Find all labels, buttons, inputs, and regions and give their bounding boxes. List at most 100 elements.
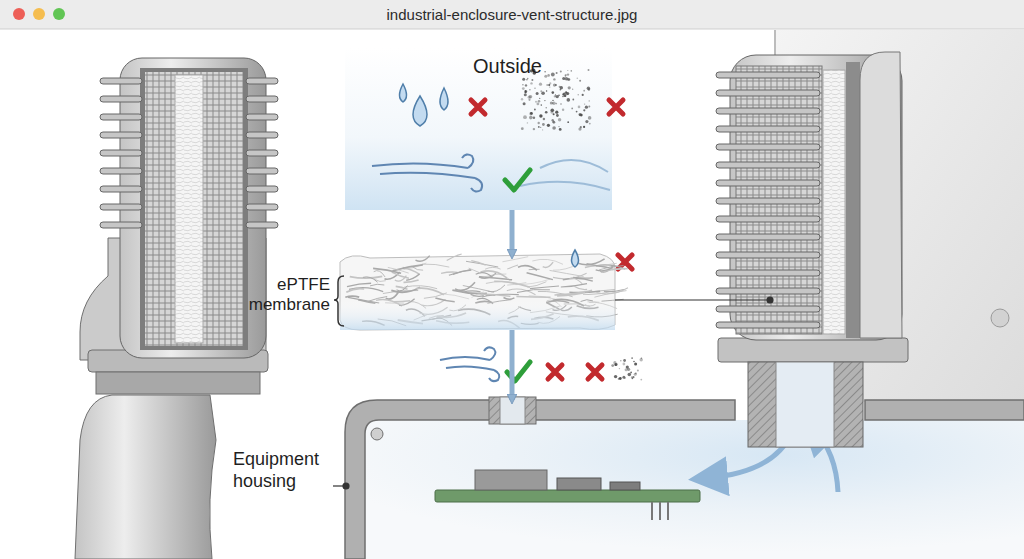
left-vent xyxy=(246,150,278,156)
membrane-fibres xyxy=(472,292,484,298)
flow-arrow xyxy=(510,210,515,255)
membrane-fibres xyxy=(412,266,424,270)
eptfe-membrane xyxy=(572,250,579,267)
left-vent xyxy=(100,222,142,228)
leader-line xyxy=(343,483,349,489)
dust-particles xyxy=(611,357,643,380)
membrane-fibres xyxy=(504,298,515,300)
dust-particles xyxy=(632,378,634,380)
dust-particles xyxy=(589,123,591,125)
dust-particles xyxy=(533,117,536,120)
dust-particles xyxy=(546,90,547,91)
membrane-fibres xyxy=(529,269,540,270)
right-vent xyxy=(716,288,820,294)
dust-particles xyxy=(567,121,569,123)
membrane-fibres xyxy=(469,268,479,272)
dust-particles xyxy=(529,89,530,90)
membrane-fibres xyxy=(516,296,550,298)
dust-particles xyxy=(631,357,633,359)
dust-particles xyxy=(615,363,618,366)
leader-line xyxy=(767,297,773,303)
right-vent xyxy=(716,90,820,96)
dust-particles xyxy=(568,86,571,89)
dust-particles xyxy=(634,373,637,376)
right-vent xyxy=(716,306,820,312)
dust-particles xyxy=(552,102,553,103)
membrane-fibres xyxy=(416,288,444,295)
water-drop-icon xyxy=(400,84,449,126)
membrane-fibres xyxy=(347,283,371,287)
outside-panel: Outside xyxy=(345,48,612,210)
dust-particles xyxy=(552,91,555,94)
dust-particles xyxy=(546,84,548,86)
outside-panel-bg xyxy=(345,48,612,210)
dust-particles xyxy=(542,129,543,130)
dust-particles xyxy=(571,108,573,110)
node-label: ePTFE membrane xyxy=(248,275,330,315)
flow-arrow xyxy=(510,330,515,400)
membrane-fibres xyxy=(455,282,475,290)
right-vent xyxy=(716,234,820,240)
dust-particles xyxy=(572,99,574,101)
membrane-fibres xyxy=(345,296,359,297)
dust-particles xyxy=(521,69,592,131)
dust-particles xyxy=(578,106,581,109)
dust-particles xyxy=(539,83,542,86)
dust-particles xyxy=(562,109,564,111)
dust-particles xyxy=(530,82,532,84)
membrane-fibres xyxy=(422,264,449,267)
dust-particles xyxy=(630,372,632,374)
window-chrome xyxy=(0,29,1024,30)
dust-particles xyxy=(576,111,578,113)
membrane-fibres xyxy=(507,283,526,286)
membrane-bracket xyxy=(334,276,344,326)
right-vent xyxy=(716,270,820,276)
window-title-bar: industrial-enclosure-vent-structure.jpg xyxy=(0,0,1024,29)
right-vent xyxy=(716,52,908,447)
dust-particles xyxy=(549,86,550,87)
dust-particles xyxy=(531,79,533,81)
node-label: Outside xyxy=(473,54,583,78)
window-chrome xyxy=(33,8,45,20)
membrane-fibres xyxy=(527,273,553,280)
dust-particles xyxy=(572,89,573,90)
left-vent xyxy=(100,78,142,84)
equipment-housing-outline xyxy=(489,397,536,424)
dust-particles xyxy=(553,113,555,115)
circuit-board xyxy=(610,482,640,490)
dust-particles xyxy=(533,128,535,130)
left-vent xyxy=(246,78,278,84)
dust-particles xyxy=(555,111,558,114)
dust-particles xyxy=(544,71,545,72)
dust-particles xyxy=(525,84,527,86)
enclosure-wall xyxy=(991,309,1009,327)
window-chrome xyxy=(0,0,1024,29)
window-chrome xyxy=(53,8,65,20)
membrane-fibres xyxy=(476,273,493,278)
membrane-fibres xyxy=(502,257,528,262)
dust-particles xyxy=(537,103,540,106)
dust-particles xyxy=(553,78,555,80)
dust-particles xyxy=(562,96,563,97)
dust-particles xyxy=(632,376,634,378)
left-vent xyxy=(246,186,278,192)
dust-particles xyxy=(565,77,569,81)
circuit-board xyxy=(435,470,700,520)
dust-particles xyxy=(554,95,556,97)
dust-particles xyxy=(528,96,531,99)
green-check xyxy=(507,362,530,381)
membrane-fibres xyxy=(485,267,501,269)
dust-particles xyxy=(539,114,542,117)
circuit-board xyxy=(652,502,668,520)
right-vent xyxy=(716,126,820,132)
dust-particles xyxy=(640,379,642,381)
membrane-fibres xyxy=(587,264,610,268)
membrane-fibres xyxy=(507,265,518,269)
dust-particles xyxy=(582,94,584,96)
dust-particles xyxy=(556,72,558,74)
membrane-fibres xyxy=(404,280,419,282)
dust-particles xyxy=(538,122,540,124)
